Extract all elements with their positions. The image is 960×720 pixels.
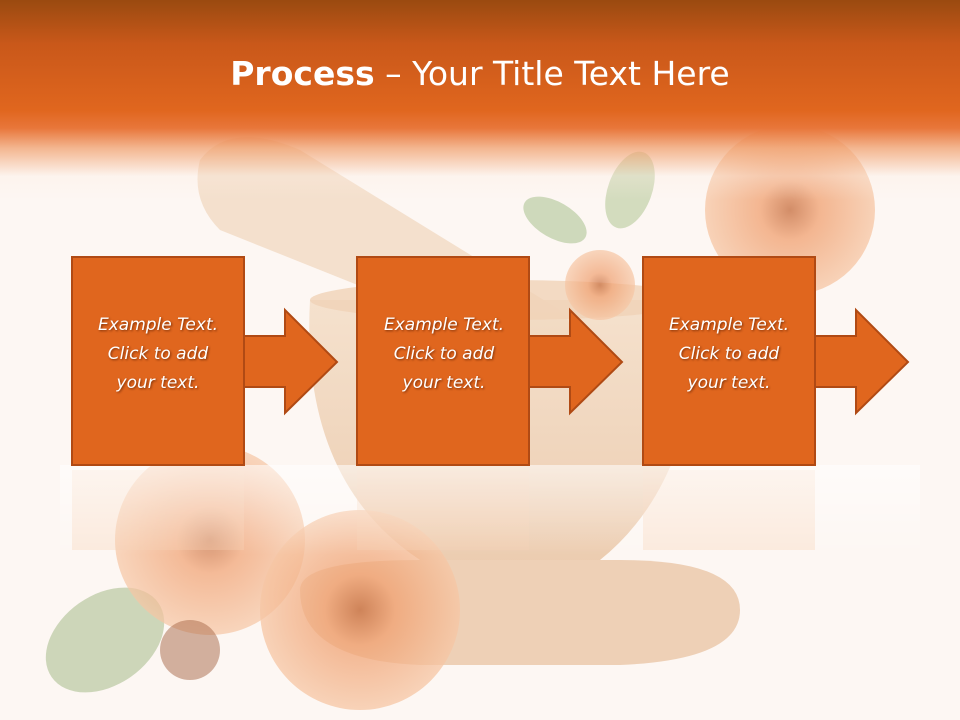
flower-shape (260, 510, 460, 710)
process-step-1[interactable] (71, 256, 339, 466)
flower-shape (160, 620, 220, 680)
title-bold-text: Process (230, 54, 375, 93)
slide-title[interactable]: Process – Your Title Text Here (0, 52, 960, 96)
process-step-2[interactable] (356, 256, 624, 466)
step-arrow (243, 307, 339, 416)
step-box (642, 256, 816, 466)
step-3-text[interactable]: Example Text. Click to add your text. (668, 315, 790, 393)
process-step-3[interactable] (642, 256, 910, 466)
leaf-shape (523, 196, 587, 244)
step-arrow (814, 307, 910, 416)
title-bar (0, 0, 960, 200)
leaf-shape (45, 587, 165, 693)
step-box (356, 256, 530, 466)
step-1-text[interactable]: Example Text. Click to add your text. (97, 315, 219, 393)
step-arrow (528, 307, 624, 416)
flower-shape (565, 250, 635, 320)
title-rest-text: – Your Title Text Here (374, 54, 730, 93)
step-box (71, 256, 245, 466)
step-2-text[interactable]: Example Text. Click to add your text. (383, 315, 505, 393)
